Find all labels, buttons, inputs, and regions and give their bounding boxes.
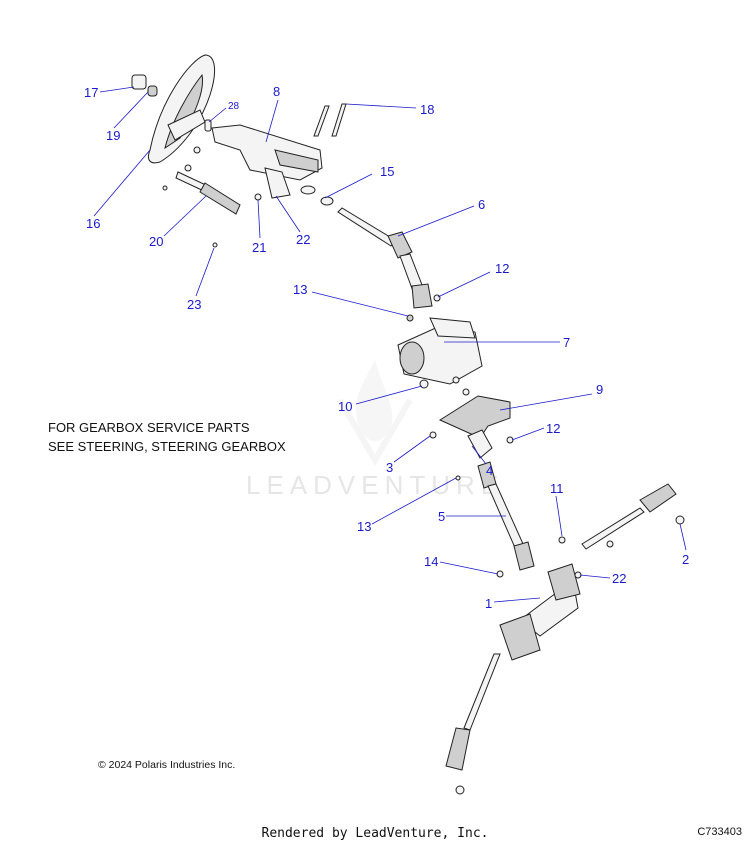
callout-3: 3	[386, 460, 393, 475]
callout-10: 10	[338, 399, 352, 414]
tie-rod-right[interactable]	[581, 483, 677, 550]
horn-cap-part[interactable]	[131, 74, 147, 90]
rendered-by-footer: Rendered by LeadVenture, Inc.	[261, 826, 489, 841]
callout-6: 6	[478, 197, 485, 212]
gearbox-mount-bracket[interactable]	[438, 395, 511, 439]
cap-nut-part[interactable]	[147, 85, 158, 97]
callout-16: 16	[86, 216, 100, 231]
callout-2: 2	[682, 552, 689, 567]
callout-15: 15	[380, 164, 394, 179]
callout-8: 8	[273, 84, 280, 99]
callout-19: 19	[106, 128, 120, 143]
watermark-text: LEADVENTURE	[246, 470, 505, 500]
callout-labels: 17 19 16 28 8 18 15 6 12 13 7 9 10 12 3 …	[84, 84, 689, 611]
callout-17: 17	[84, 85, 98, 100]
nut-part[interactable]	[675, 515, 685, 525]
callout-1: 1	[485, 596, 492, 611]
note-line-2: SEE STEERING, STEERING GEARBOX	[48, 439, 286, 454]
steering-gearbox[interactable]	[397, 317, 483, 385]
drawing-code: C733403	[697, 826, 742, 838]
bolt-small-part[interactable]	[193, 146, 201, 154]
fastener-part[interactable]	[254, 193, 262, 201]
callout-22-upper: 22	[296, 232, 310, 247]
callout-20: 20	[149, 234, 163, 249]
nut-part[interactable]	[455, 475, 461, 481]
gas-strut[interactable]	[175, 171, 241, 215]
note-line-1: FOR GEARBOX SERVICE PARTS	[48, 420, 250, 435]
callout-13-upper: 13	[293, 282, 307, 297]
tilt-bracket[interactable]	[211, 124, 323, 199]
callout-21: 21	[252, 240, 266, 255]
callout-12-lower: 12	[546, 421, 560, 436]
callout-18: 18	[420, 102, 434, 117]
callout-13-lower: 13	[357, 519, 371, 534]
callout-7: 7	[563, 335, 570, 350]
steering-rack[interactable]	[499, 563, 581, 661]
bolt-small-part[interactable]	[184, 164, 192, 172]
nut-part[interactable]	[606, 540, 614, 548]
nut-part[interactable]	[212, 242, 218, 248]
bolt-part[interactable]	[558, 536, 566, 544]
leader-lines	[93, 86, 687, 603]
watermark-logo	[337, 360, 413, 466]
bolt-part[interactable]	[452, 376, 460, 384]
bolt-part[interactable]	[433, 294, 441, 302]
callout-9: 9	[596, 382, 603, 397]
copyright-text: © 2024 Polaris Industries Inc.	[98, 759, 236, 771]
tie-rod-left[interactable]	[445, 653, 501, 771]
callout-5: 5	[438, 509, 445, 524]
clip-part[interactable]	[204, 119, 212, 132]
bolts-part[interactable]	[313, 103, 347, 137]
nut-part[interactable]	[455, 785, 465, 795]
lower-steering-shaft[interactable]	[477, 461, 535, 571]
washer-part[interactable]	[162, 185, 168, 191]
callout-11: 11	[550, 481, 564, 496]
gearbox-service-note: FOR GEARBOX SERVICE PARTS SEE STEERING, …	[48, 418, 286, 456]
steering-wheel[interactable]	[147, 54, 216, 164]
nut-part[interactable]	[406, 314, 414, 322]
callout-12-upper: 12	[495, 261, 509, 276]
callout-14: 14	[424, 554, 438, 569]
callout-23: 23	[187, 297, 201, 312]
callout-28: 28	[228, 101, 240, 112]
bolt-part[interactable]	[429, 431, 437, 439]
bolt-part[interactable]	[462, 388, 470, 396]
plate-part[interactable]	[467, 429, 493, 459]
bolt-part[interactable]	[419, 379, 429, 389]
upper-steering-shaft[interactable]	[337, 207, 433, 309]
bushing-part[interactable]	[300, 185, 316, 195]
callout-22-lower: 22	[612, 571, 626, 586]
callout-4: 4	[486, 463, 493, 478]
bushing-part[interactable]	[320, 196, 334, 206]
